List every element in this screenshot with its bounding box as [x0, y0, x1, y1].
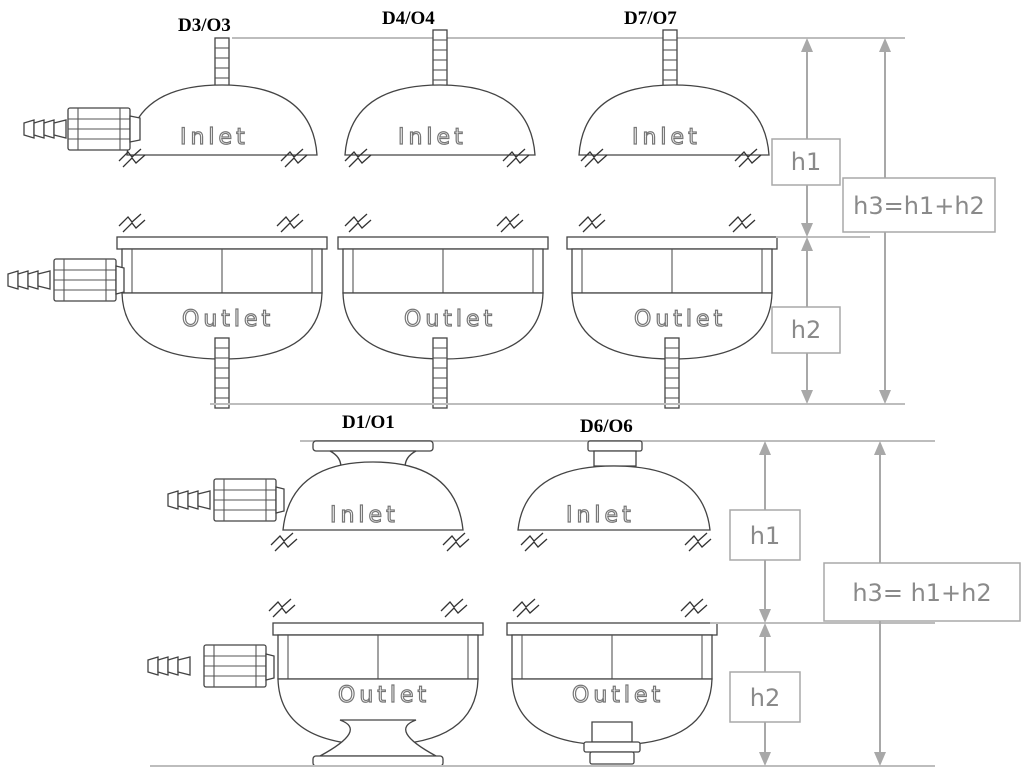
h3-arrow-top — [879, 38, 891, 52]
inlet-label-d1: Inlet — [330, 503, 399, 528]
h2-arrow-top — [801, 237, 813, 251]
bottom-h3-label: h3= h1+h2 — [852, 579, 991, 607]
variant-title-d4-o4: D4/O4 — [382, 8, 435, 29]
bottom-group: D1/O1 D6/O6 Inlet Outlet — [147, 412, 1021, 767]
h1-label-box — [771, 138, 841, 186]
d3-o3-assembly: Inlet Outlet — [7, 37, 328, 409]
bottom-h1-arrow-bottom — [759, 609, 771, 623]
outlet-label-d3: Outlet — [182, 307, 274, 332]
variant-title-d7-o7: D7/O7 — [624, 8, 677, 29]
h3-arrow-bottom — [879, 390, 891, 404]
d4-o4-assembly: Inlet Outlet — [337, 29, 549, 409]
h3-label-box — [842, 177, 996, 233]
d1-o1-assembly: Inlet Outlet — [147, 440, 484, 767]
bottom-h1-arrow-top — [759, 441, 771, 455]
inlet-label-d3: Inlet — [180, 125, 249, 150]
bottom-h3-arrow-top — [874, 441, 886, 455]
variant-title-d6-o6: D6/O6 — [580, 416, 633, 437]
bottom-h3-label-box — [823, 562, 1021, 622]
bottom-h1-label: h1 — [750, 522, 780, 550]
h2-arrow-bottom — [801, 390, 813, 404]
h3-label: h3=h1+h2 — [853, 192, 985, 220]
bottom-h1-label-box — [729, 509, 801, 561]
inlet-label-d4: Inlet — [398, 125, 467, 150]
bottom-h2-label-box — [729, 671, 801, 723]
h2-label: h2 — [791, 316, 821, 344]
variant-title-d1-o1: D1/O1 — [342, 412, 395, 433]
d6-o6-assembly: Inlet Outlet — [506, 440, 718, 765]
h2-label-box — [771, 306, 841, 354]
outlet-label-d4: Outlet — [404, 307, 496, 332]
bottom-h2-label: h2 — [750, 684, 780, 712]
inlet-label-d6: Inlet — [566, 503, 635, 528]
bottom-h2-arrow-top — [759, 623, 771, 637]
inlet-label-d7: Inlet — [632, 125, 701, 150]
variant-title-d3-o3: D3/O3 — [178, 15, 231, 36]
h1-arrow-top — [801, 38, 813, 52]
outlet-label-d1: Outlet — [338, 683, 430, 708]
h1-arrow-bottom — [801, 223, 813, 237]
d7-o7-assembly: Inlet Outlet — [566, 29, 778, 409]
outlet-label-d7: Outlet — [634, 307, 726, 332]
outlet-label-d6: Outlet — [572, 683, 664, 708]
h1-label: h1 — [791, 148, 821, 176]
top-group: D3/O3 D4/O4 D7/O7 Inlet Outlet — [7, 8, 996, 409]
bottom-h3-arrow-bottom — [874, 752, 886, 766]
bottom-h2-arrow-bottom — [759, 752, 771, 766]
